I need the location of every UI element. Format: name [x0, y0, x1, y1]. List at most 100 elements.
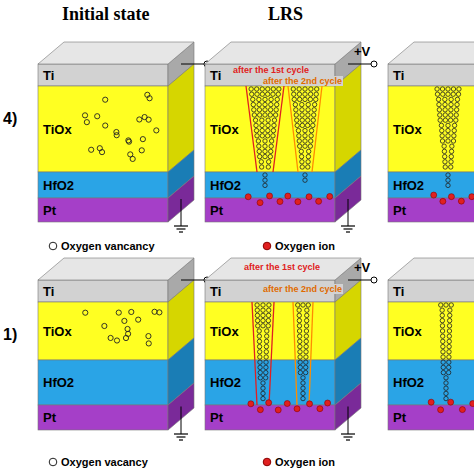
- layer-label: Pt: [393, 410, 406, 425]
- vacancy-dot: [440, 87, 444, 91]
- layer-box: Pt: [388, 405, 474, 430]
- vacancy-dot: [251, 102, 255, 106]
- vacancy-dot: [84, 120, 89, 125]
- oxygen-ion: [284, 401, 290, 407]
- vacancy-dot: [300, 118, 304, 122]
- vacancy-dot: [136, 317, 141, 322]
- layer-box: HfO2: [388, 360, 474, 405]
- vacancy-dot: [257, 344, 261, 348]
- vacancy-dot: [455, 97, 459, 101]
- terminal-wire: [181, 64, 204, 65]
- vacancy-dot: [261, 308, 265, 312]
- vacancy-dot: [137, 117, 142, 122]
- vacancy-dot: [266, 123, 270, 127]
- vacancy-dot: [435, 92, 439, 96]
- vacancy-dot: [264, 355, 268, 359]
- vacancy-dot: [446, 128, 450, 132]
- vacancy-dot: [446, 92, 450, 96]
- oxygen-ion: [459, 407, 465, 413]
- layer-front: [205, 405, 335, 430]
- layer-label: HfO2: [393, 178, 424, 193]
- vacancy-dot: [297, 308, 301, 312]
- vacancy-dot: [440, 313, 444, 317]
- layer-box: TiOx: [388, 302, 474, 360]
- filament-outline: [273, 86, 284, 172]
- vacancy-dot: [266, 118, 270, 122]
- vacancy-dot: [297, 313, 301, 317]
- vacancy-dot: [157, 310, 162, 315]
- vacancy-dot: [261, 381, 265, 385]
- ground-symbol: [341, 225, 355, 226]
- oxygen-ion: [285, 193, 291, 199]
- vacancy-dot: [264, 339, 268, 343]
- ground-symbol: [344, 436, 353, 437]
- vacancy-dot: [95, 114, 100, 119]
- vacancy-dot: [267, 303, 271, 307]
- vacancy-dot: [440, 308, 444, 312]
- vacancy-dot: [297, 97, 301, 101]
- vacancy-dot: [146, 333, 151, 338]
- vacancy-dot: [297, 144, 301, 148]
- vacancy-dot: [444, 303, 448, 307]
- layer-box: HfO2: [205, 172, 335, 198]
- vacancy-dot: [255, 303, 259, 307]
- vacancy-dot: [447, 355, 451, 359]
- vacancy-dot: [263, 183, 267, 187]
- vacancy-dot: [261, 396, 265, 400]
- ground-wire: [348, 199, 349, 226]
- vacancy-dot: [125, 326, 130, 331]
- vacancy-dot: [454, 108, 458, 112]
- vacancy-dot: [440, 334, 444, 338]
- terminal-symbol: [371, 61, 377, 67]
- vacancy-dot: [295, 118, 299, 122]
- legend-text: Oxygen ion: [275, 456, 335, 468]
- layer-label: Pt: [393, 203, 406, 218]
- legend-entry: Oxygen ion: [262, 240, 335, 252]
- ground-wire: [181, 407, 182, 435]
- vacancy-dot: [308, 144, 312, 148]
- ground-symbol: [177, 228, 186, 229]
- row-number: 4): [3, 110, 17, 128]
- vacancy-dot: [271, 87, 275, 91]
- vacancy-dot: [446, 123, 450, 127]
- layer-front: [205, 172, 335, 198]
- vacancy-dot: [441, 360, 445, 364]
- vacancy-dot: [268, 108, 272, 112]
- vacancy-dot: [311, 123, 315, 127]
- vacancy-dot: [258, 370, 262, 374]
- vacancy-dot: [260, 134, 264, 138]
- vacancy-dot: [264, 365, 268, 369]
- vacancy-dot: [308, 92, 312, 96]
- vacancy-dot: [306, 165, 310, 169]
- vacancy-dot: [268, 113, 272, 117]
- vacancy-dot: [260, 123, 264, 127]
- vacancy-dot: [452, 123, 456, 127]
- vacancy-dot: [447, 329, 451, 333]
- ground-symbol: [346, 439, 350, 440]
- vacancy-dot: [255, 134, 259, 138]
- vacancy-dot: [250, 92, 254, 96]
- vacancy-dot: [271, 128, 275, 132]
- vacancy-dot: [257, 97, 261, 101]
- vacancy-dot: [300, 123, 304, 127]
- vacancy-dot: [447, 339, 451, 343]
- layer-box: Ti: [388, 64, 474, 86]
- vacancy-dot: [297, 324, 301, 328]
- oxygen-ion: [431, 192, 437, 198]
- oxygen-ion: [245, 194, 251, 200]
- legend-sample: [48, 241, 58, 251]
- legend-text: Oxygen vacancy: [61, 456, 148, 468]
- vacancy-dot: [269, 149, 273, 153]
- oxygen-ion: [458, 198, 464, 204]
- vacancy-dot: [295, 123, 299, 127]
- vacancy-dot: [449, 102, 453, 106]
- vacancy-dot: [263, 149, 267, 153]
- vacancy-dot: [311, 118, 315, 122]
- vacancy-dot: [269, 144, 273, 148]
- ground-symbol: [177, 436, 186, 437]
- legend-entry: Oxygen vancancy: [48, 240, 155, 252]
- vacancy-dot: [257, 108, 261, 112]
- vacancy-dot: [451, 139, 455, 143]
- vacancy-dot: [314, 92, 318, 96]
- vacancy-dot: [264, 350, 268, 354]
